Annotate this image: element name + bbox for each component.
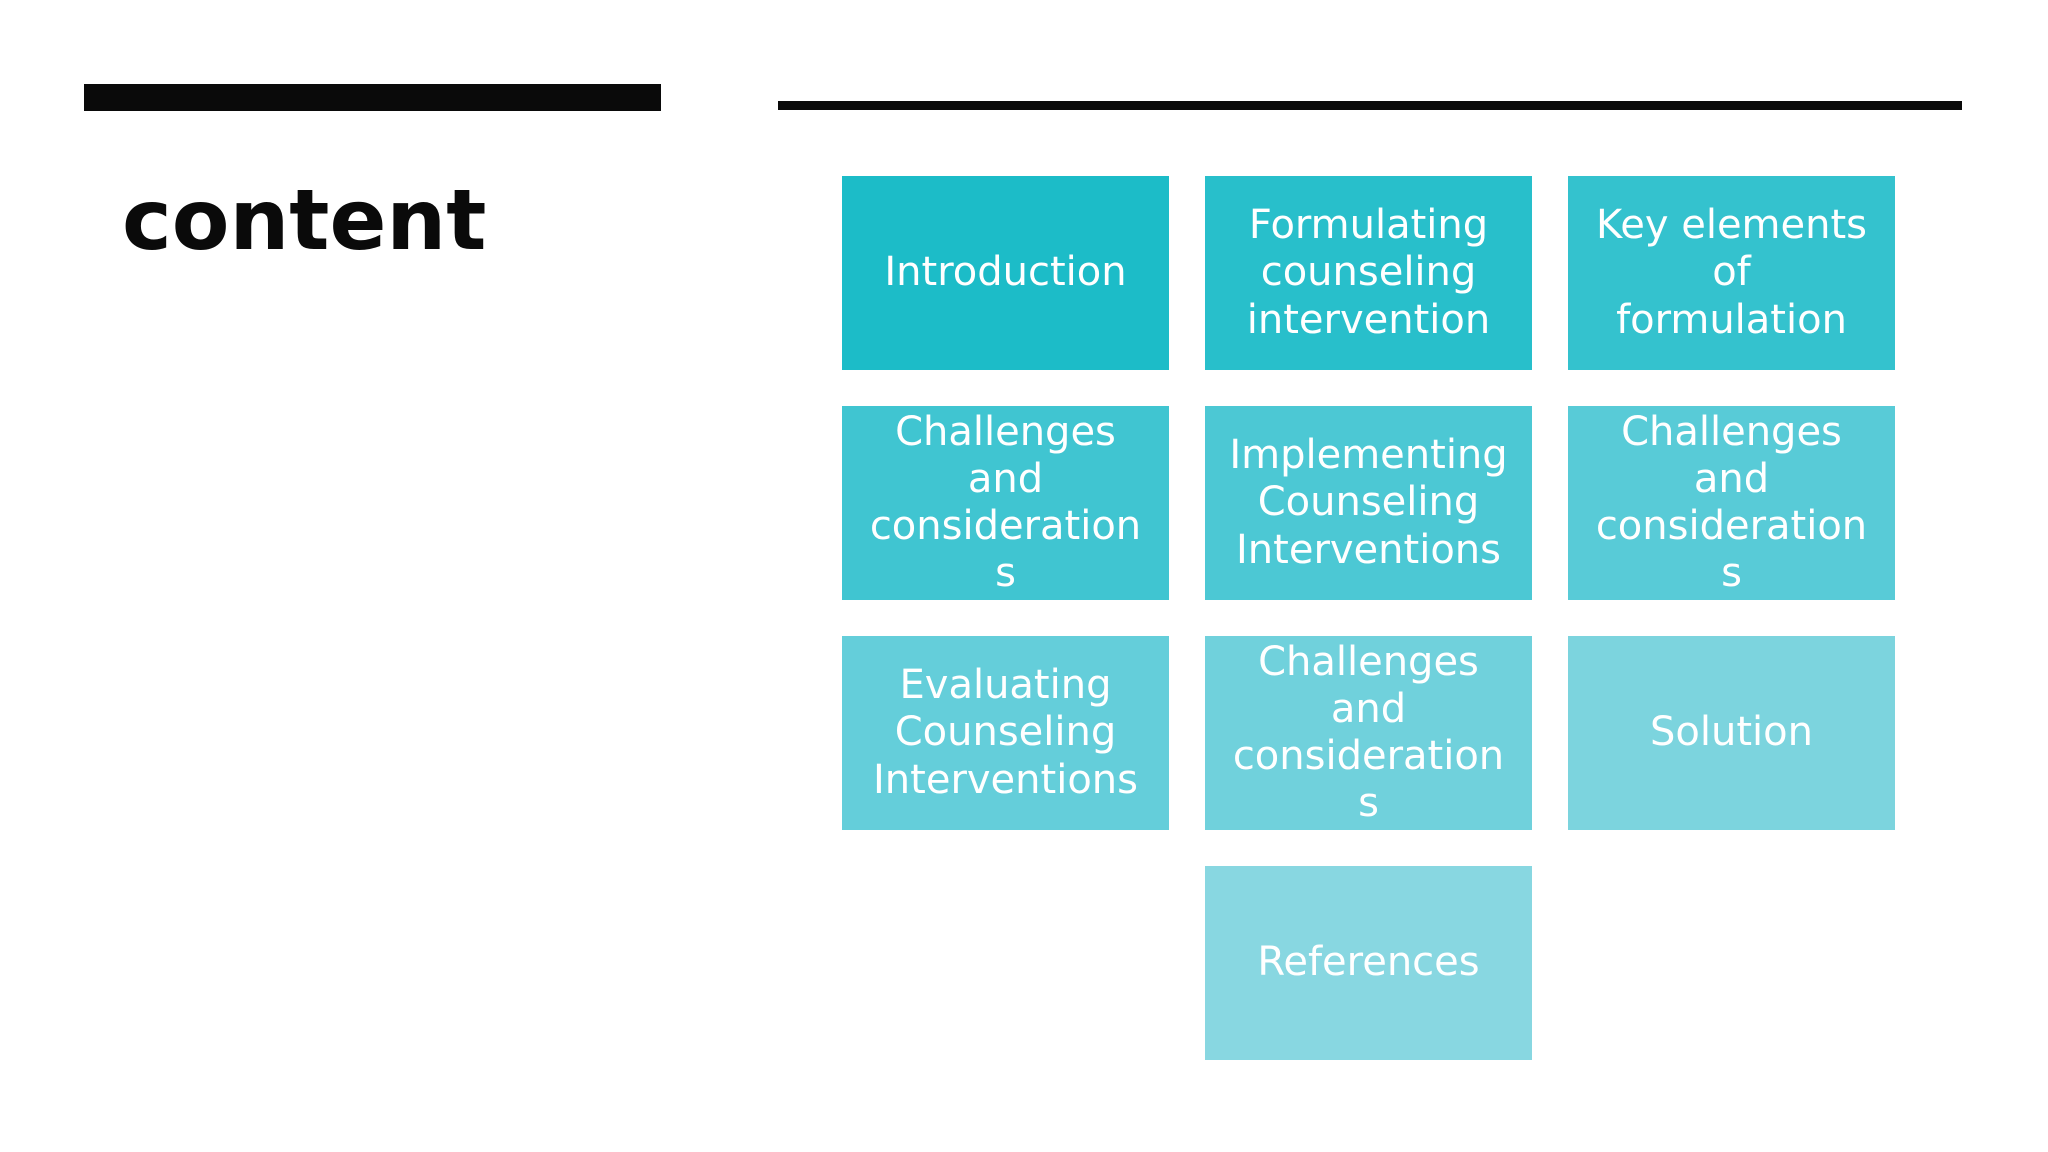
header-rule-line [778, 101, 1962, 110]
slide-title: content [122, 171, 487, 269]
toc-box-challenges-and-considerations-2: Challenges and consideration s [1568, 406, 1895, 600]
toc-grid: Introduction Formulating counseling inte… [842, 176, 1895, 1060]
toc-box-introduction: Introduction [842, 176, 1169, 370]
toc-box-label: Challenges and consideration s [1595, 408, 1868, 597]
toc-box-formulating-counseling-intervention: Formulating counseling intervention [1205, 176, 1532, 370]
toc-box-label: Key elements of formulation [1595, 202, 1867, 343]
toc-box-label: Solution [1650, 709, 1813, 756]
toc-box-references: References [1205, 866, 1532, 1060]
toc-box-implementing-counseling-interventions: Implementing Counseling Interventions [1205, 406, 1532, 600]
toc-box-evaluating-counseling-interventions: Evaluating Counseling Interventions [842, 636, 1169, 830]
toc-box-label: References [1257, 939, 1480, 986]
toc-box-challenges-and-considerations-1: Challenges and consideration s [842, 406, 1169, 600]
toc-box-label: Implementing Counseling Interventions [1229, 432, 1508, 573]
toc-box-solution: Solution [1568, 636, 1895, 830]
title-accent-bar [84, 84, 661, 111]
toc-box-label: Challenges and consideration s [869, 408, 1142, 597]
toc-box-key-elements-of-formulation: Key elements of formulation [1568, 176, 1895, 370]
toc-box-label: Introduction [884, 249, 1127, 296]
toc-box-label: Formulating counseling intervention [1246, 202, 1491, 343]
toc-box-challenges-and-considerations-3: Challenges and consideration s [1205, 636, 1532, 830]
toc-box-label: Challenges and consideration s [1232, 638, 1505, 827]
toc-box-label: Evaluating Counseling Interventions [873, 662, 1138, 803]
